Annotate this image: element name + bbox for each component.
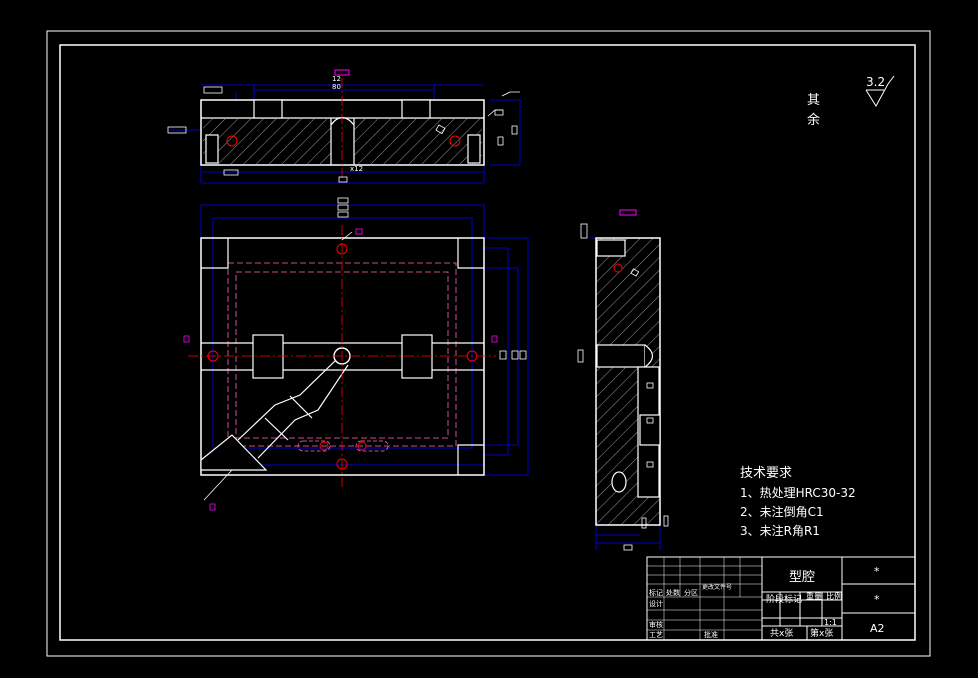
tech-req-item: 3、未注R角R1 bbox=[740, 524, 820, 538]
dim-top-a: 12 bbox=[332, 75, 341, 83]
plan-view bbox=[183, 197, 529, 511]
row-label: 审核 bbox=[649, 621, 663, 629]
sheet-total: 共x张 bbox=[770, 629, 794, 639]
weight-label: 重量 bbox=[806, 592, 822, 601]
tech-req-item: 2、未注倒角C1 bbox=[740, 505, 824, 519]
side-section-view bbox=[577, 209, 669, 551]
roughness-other-2: 余 bbox=[807, 113, 821, 128]
scale-value: 1:1 bbox=[824, 618, 837, 627]
dim-top-b: 80 bbox=[332, 83, 341, 91]
row-label: 工艺 bbox=[649, 631, 663, 639]
title-block-grid bbox=[646, 556, 916, 641]
field-star-1: * bbox=[874, 565, 880, 578]
roughness-other-1: 其 bbox=[807, 93, 821, 108]
sheet-no: 第x张 bbox=[810, 629, 834, 639]
inner-frame bbox=[59, 44, 916, 641]
row-label: 更改文件号 bbox=[702, 584, 733, 591]
roughness-symbol-icon bbox=[865, 75, 895, 107]
tech-req-title: 技术要求 bbox=[740, 466, 793, 481]
top-section-view bbox=[167, 69, 521, 184]
row-label: 标记 bbox=[649, 589, 663, 597]
row-label: 设计 bbox=[649, 600, 663, 608]
row-label: 处数 bbox=[666, 589, 680, 597]
roughness-value: 3.2 bbox=[866, 75, 886, 89]
scale-label: 比例 bbox=[826, 592, 842, 601]
sheet-size: A2 bbox=[870, 622, 885, 635]
tech-req-item: 1、热处理HRC30-32 bbox=[740, 486, 856, 500]
row-label: 批准 bbox=[704, 631, 718, 639]
row-label: 分区 bbox=[684, 589, 698, 597]
outer-frame bbox=[46, 30, 931, 657]
stage-mark-label: 阶段标记 bbox=[766, 595, 803, 605]
field-star-2: * bbox=[874, 593, 880, 606]
dim-bottom: x12 bbox=[350, 165, 364, 173]
part-name: 型腔 bbox=[789, 570, 816, 585]
